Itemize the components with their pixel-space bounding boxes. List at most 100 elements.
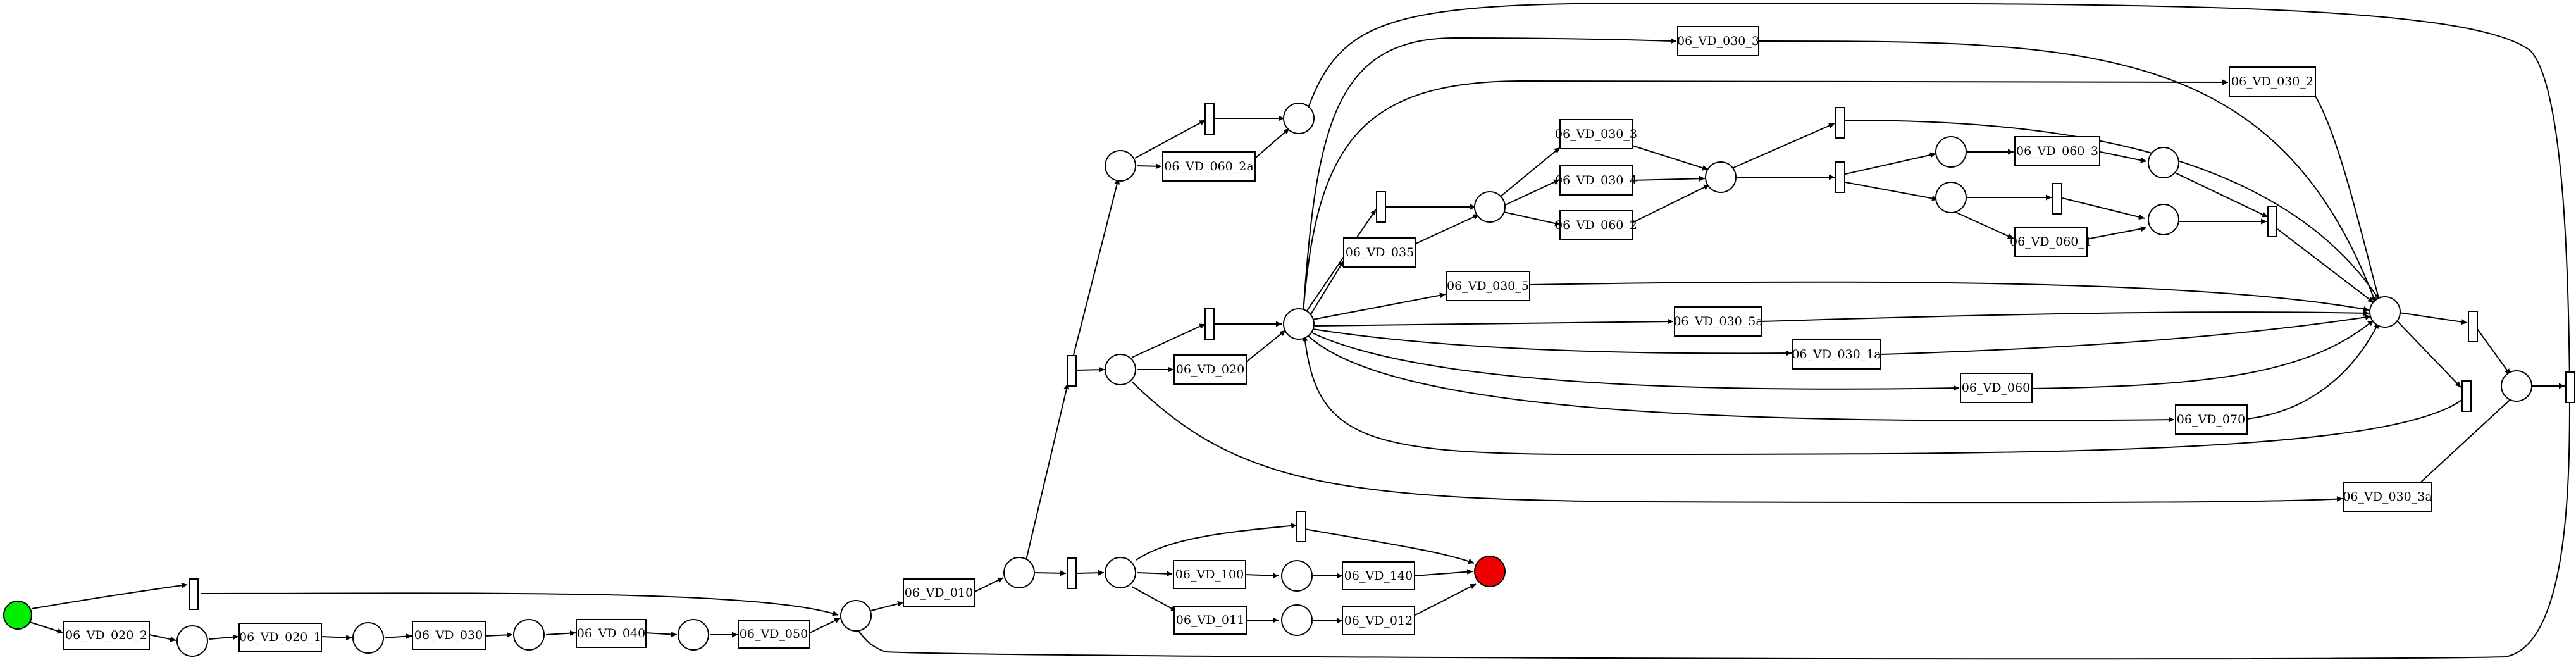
- edge: [2477, 328, 2511, 375]
- place: [1705, 161, 1737, 193]
- transition-vd-040: 06_VD_040: [576, 619, 647, 648]
- edge: [1304, 528, 1475, 564]
- place: [1105, 557, 1136, 588]
- end-place: [1474, 556, 1506, 587]
- edge: [1025, 383, 1070, 561]
- edge: [1134, 120, 1206, 159]
- transition-vd-010: 06_VD_010: [903, 578, 975, 607]
- places: [3, 103, 2532, 657]
- transition-label: 06_VD_030_3: [1677, 34, 1759, 48]
- edge: [1136, 571, 1173, 577]
- place: [1935, 136, 1967, 168]
- place: [1935, 182, 1967, 213]
- edge: [974, 577, 1004, 592]
- edge: [645, 631, 678, 637]
- transition-vd-030-3a: 06_VD_030_3a: [2343, 482, 2432, 512]
- edge: [1303, 37, 1677, 314]
- edge: [1136, 523, 1297, 561]
- edge: [1306, 333, 2175, 423]
- edge: [1503, 211, 1561, 227]
- edge: [1302, 335, 2468, 456]
- transition-label: 06_VD_020: [1176, 363, 1244, 377]
- transition-label: 06_VD_030_3: [1555, 127, 1637, 141]
- place: [840, 600, 872, 632]
- transition-vd-050: 06_VD_050: [738, 620, 810, 649]
- place: [1105, 150, 1136, 182]
- place: [176, 625, 208, 657]
- place: [1474, 191, 1506, 223]
- edge: [1529, 281, 2370, 312]
- edge: [1503, 179, 1560, 206]
- edge: [201, 592, 839, 616]
- edge: [2398, 312, 2468, 325]
- transition-label: 06_VD_030_5a: [1673, 314, 1762, 328]
- transition-vd-030-4: 06_VD_030_4: [1555, 165, 1637, 196]
- transition-vd-020-2: 06_VD_020_2: [63, 621, 150, 650]
- transition-vd-070: 06_VD_070: [2175, 404, 2248, 435]
- edge: [2315, 96, 2381, 303]
- edge: [149, 634, 176, 642]
- edge: [1950, 209, 2014, 239]
- transition-label: 06_VD_030_2: [2231, 75, 2313, 89]
- transition-vd-140: 06_VD_140: [1342, 561, 1415, 590]
- silent-transition: [1067, 355, 1077, 387]
- edge: [1244, 573, 1279, 579]
- transition-label: 06_VD_050: [740, 627, 808, 641]
- edge: [1758, 40, 2377, 303]
- edge: [31, 582, 188, 609]
- transition-vd-100: 06_VD_100: [1173, 560, 1246, 589]
- edge: [855, 397, 2570, 660]
- edge: [1415, 583, 1477, 616]
- transition-label: 06_VD_030_5: [1447, 279, 1529, 293]
- place: [1281, 604, 1313, 636]
- silent-transition: [2052, 183, 2062, 215]
- transition-label: 06_VD_020_1: [239, 630, 321, 644]
- place: [2501, 370, 2532, 402]
- transition-vd-030-2: 06_VD_030_2: [2229, 66, 2316, 97]
- transition-label: 06_VD_030: [414, 628, 483, 642]
- edge: [2415, 395, 2515, 488]
- hub-place: [1283, 308, 1315, 340]
- transition-vd-011: 06_VD_011: [1173, 606, 1247, 635]
- edge: [2395, 319, 2461, 388]
- transition-label: 06_VD_060: [1962, 381, 2030, 395]
- edge: [1131, 586, 1177, 612]
- place: [1283, 103, 1315, 134]
- transition-label: 06_VD_060_2a: [1164, 159, 1253, 173]
- transition-label: 06_VD_040: [577, 626, 645, 640]
- transition-label: 06_VD_070: [2177, 413, 2245, 427]
- edge: [384, 633, 412, 640]
- edge: [209, 634, 239, 640]
- transition-vd-060-2: 06_VD_060_2: [1555, 210, 1637, 240]
- transition-vd-060-1: 06_VD_060_1: [2010, 227, 2092, 257]
- transition-label: 06_VD_012: [1344, 614, 1413, 628]
- edge: [2062, 197, 2145, 220]
- silent-transition: [189, 578, 199, 610]
- place: [678, 619, 709, 651]
- edge: [2277, 228, 2374, 303]
- place: [2148, 204, 2179, 235]
- edge: [1312, 292, 1446, 320]
- edge: [1880, 314, 2372, 355]
- silent-transition: [2461, 380, 2472, 412]
- edge: [545, 630, 576, 637]
- edge: [320, 635, 352, 641]
- edge: [1246, 330, 1286, 363]
- edge: [1632, 145, 1709, 171]
- transition-label: 06_VD_020_2: [65, 628, 147, 642]
- edge: [1308, 2, 2573, 383]
- silent-transition: [2468, 311, 2478, 342]
- edge: [1632, 175, 1706, 182]
- labeled-transitions: 06_VD_020_2 06_VD_020_1 06_VD_030 06_VD_…: [63, 26, 2432, 652]
- transition-label: 06_VD_060_3: [2016, 144, 2098, 158]
- silent-transition: [1204, 308, 1215, 340]
- transition-vd-035: 06_VD_035: [1343, 237, 1416, 268]
- edge: [1632, 184, 1710, 223]
- transition-vd-060-3: 06_VD_060_3: [2014, 136, 2100, 166]
- transition-vd-030-5a: 06_VD_030_5a: [1673, 306, 1763, 337]
- transition-vd-030-3-top: 06_VD_030_3: [1677, 26, 1759, 56]
- transition-vd-030-3-mid: 06_VD_030_3: [1555, 119, 1637, 149]
- transition-vd-060: 06_VD_060: [1960, 373, 2033, 403]
- silent-transition: [1296, 511, 1306, 542]
